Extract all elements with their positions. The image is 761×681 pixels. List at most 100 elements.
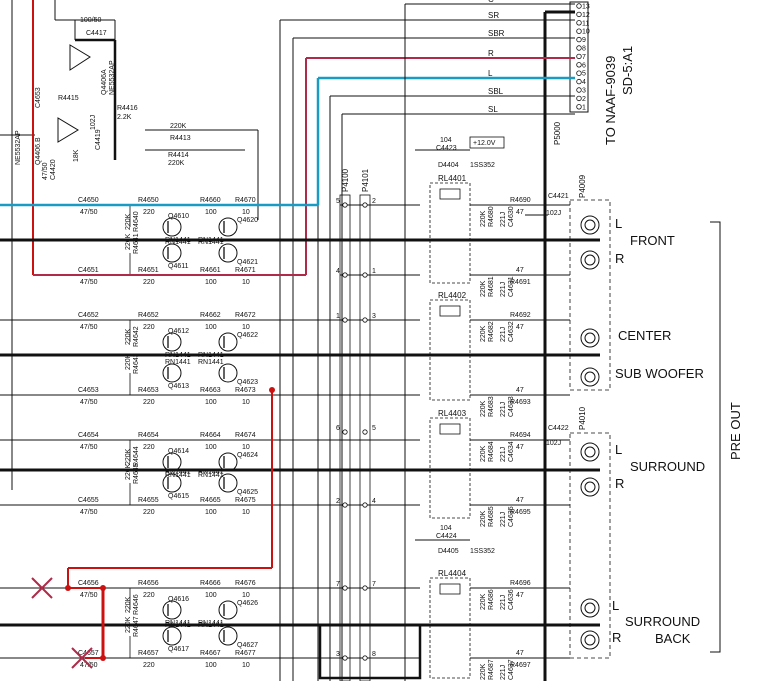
- c4420-val: 47/50: [42, 162, 49, 180]
- c4424-label: C4424: [436, 533, 457, 540]
- mid-pin-num-a: 4: [336, 268, 340, 275]
- mid-pin-num-b: 1: [372, 268, 376, 275]
- connector-pin-number: 10: [582, 29, 590, 36]
- r-mid-value: 100: [205, 209, 217, 216]
- rn-label: RN1441: [165, 359, 191, 366]
- connector-pin-number: 2: [582, 96, 586, 103]
- surround-label: SURROUND: [630, 459, 705, 474]
- relay-rl4401: RL4401: [429, 174, 471, 284]
- r-bias-label: R4646: [133, 594, 140, 615]
- signal-label-sr: SR: [488, 11, 499, 20]
- opamp-section: 100/50 C4417 Q4406A NE5532AP NE5532AP Q4…: [0, 0, 259, 490]
- r4414-label: R4414: [168, 152, 189, 159]
- rca-jack: [580, 442, 600, 462]
- cap-label: C4652: [78, 312, 99, 319]
- cap-label: C4656: [78, 580, 99, 587]
- q-b-label: Q4626: [237, 600, 258, 607]
- r-out-label: R4674: [235, 432, 256, 439]
- q4406b-pn: NE5532AP: [15, 130, 22, 165]
- transistor: [162, 363, 182, 383]
- r-mid-label: R4662: [200, 312, 221, 319]
- r-out-value: 10: [242, 279, 250, 286]
- q-b-label: Q4627: [237, 642, 258, 649]
- out-r-a-value: 220K: [480, 445, 487, 462]
- rca-jack: [580, 630, 600, 650]
- transistor: [218, 363, 238, 383]
- out-r-b-label: R4693: [510, 399, 531, 406]
- connector-pin: [576, 28, 582, 34]
- out-c-value: 221J: [500, 665, 507, 680]
- out-c-value: 221J: [500, 595, 507, 610]
- r-mid-value: 100: [205, 662, 217, 669]
- rn-label: RN1441: [198, 472, 224, 479]
- out-r-b-label: R4695: [510, 509, 531, 516]
- r-out-value: 10: [242, 444, 250, 451]
- connector-pin-number: 7: [582, 54, 586, 61]
- r-in-label: R4654: [138, 432, 159, 439]
- r-out-label: R4670: [235, 197, 256, 204]
- out-r-b-label: R4694: [510, 432, 531, 439]
- out-r-b-label: R4690: [510, 197, 531, 204]
- r-in-value: 220: [143, 209, 155, 216]
- out-r-a-value: 220K: [480, 280, 487, 297]
- mid-pin-num-a: 5: [336, 198, 340, 205]
- r-bias-label: R4642: [133, 326, 140, 347]
- out-c-value: 221J: [500, 512, 507, 527]
- mid-pin: [342, 502, 348, 508]
- connector-pin-number: 11: [582, 20, 589, 27]
- out-r-b-value: 47: [516, 324, 524, 331]
- q-b-label: Q4624: [237, 452, 258, 459]
- transistor: [218, 626, 238, 646]
- c4423-val: 104: [440, 137, 452, 144]
- signal-label-sbl: SBL: [488, 87, 504, 96]
- out-r-a-label: R4683: [488, 396, 495, 417]
- mid-pin-num-b: 8: [372, 651, 376, 658]
- mid-pin-num-b: 3: [372, 313, 376, 320]
- q-a-label: Q4617: [168, 646, 189, 653]
- connector-pin: [576, 70, 582, 76]
- out-r-b-value: 47: [516, 209, 524, 216]
- c4421-label: C4421: [548, 193, 569, 200]
- connector-id: P5000: [553, 121, 562, 145]
- r-mid-value: 100: [205, 444, 217, 451]
- r-mid-label: R4667: [200, 650, 221, 657]
- r4413-label: R4413: [170, 135, 191, 142]
- r-in-label: R4653: [138, 387, 159, 394]
- mid-pin-num-a: 6: [336, 425, 340, 432]
- r-mid-label: R4666: [200, 580, 221, 587]
- relay-label: RL4401: [438, 174, 467, 183]
- front-r: R: [615, 251, 624, 266]
- r-mid-value: 100: [205, 399, 217, 406]
- mid-pin: [342, 317, 348, 323]
- mid-pin-num-a: 7: [336, 581, 340, 588]
- rca-jack-core: [584, 481, 596, 493]
- out-r-a-label: R4687: [488, 659, 495, 680]
- out-c-value: 221J: [500, 402, 507, 417]
- cap-value: 47/50: [80, 399, 98, 406]
- connector-pin: [576, 78, 582, 85]
- q-a-label: Q4611: [168, 263, 189, 270]
- p4009-label: P4009: [578, 174, 587, 198]
- c4421-val: 102J: [546, 210, 561, 217]
- c4424-val: 104: [440, 525, 452, 532]
- r-mid-label: R4661: [200, 267, 221, 274]
- c4423-label: C4423: [436, 145, 457, 152]
- r-bias-value: 220K: [125, 448, 132, 465]
- channel-1: C465147/50R4651220220KQ4611R4661100R4671…: [78, 233, 420, 286]
- q-a-label: Q4614: [168, 448, 189, 455]
- transistor: [162, 473, 182, 493]
- mid-pin-num-a: 1: [336, 313, 340, 320]
- r-bias-value: 220K: [125, 328, 132, 345]
- c4417-label: C4417: [86, 30, 107, 37]
- cap-label: C4657: [78, 650, 99, 657]
- q4406a-label: Q4406A: [101, 69, 108, 95]
- sb-r: R: [612, 630, 621, 645]
- r-bias-label: R4647: [133, 616, 140, 637]
- out-c-label: C4633: [508, 396, 515, 417]
- rca-jack: [580, 328, 600, 348]
- rn-label: RN1441: [198, 469, 224, 476]
- r-bias-label: R4644: [133, 446, 140, 467]
